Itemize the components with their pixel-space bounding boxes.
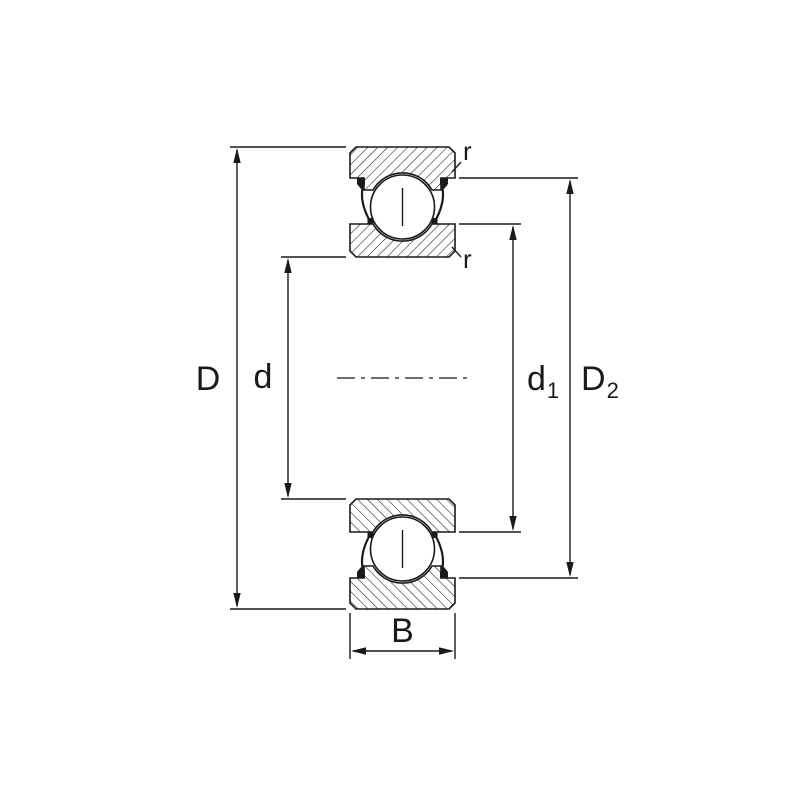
dim-label-d: d — [254, 358, 273, 396]
arrow-d1-bottom — [509, 516, 517, 531]
leader-r-inner — [451, 246, 462, 258]
chamfer-label-r-outer: r — [463, 136, 472, 166]
bearing-lower-section — [348, 497, 457, 611]
arrow-B-left — [351, 647, 366, 655]
dim-label-B: B — [391, 612, 414, 650]
chamfer-label-r-inner: r — [463, 244, 472, 274]
arrow-D-top — [233, 148, 241, 163]
arrow-B-right — [439, 647, 454, 655]
dim-label-D: D — [196, 360, 221, 398]
arrow-D2-bottom — [566, 562, 574, 577]
arrow-d-bottom — [284, 483, 292, 498]
leader-r-outer — [451, 161, 462, 173]
arrow-d1-top — [509, 225, 517, 240]
arrow-D2-top — [566, 179, 574, 194]
dim-label-D2: D2 — [581, 360, 619, 403]
arrow-D-bottom — [233, 593, 241, 608]
bearing-upper-section — [348, 145, 457, 259]
arrow-d-top — [284, 258, 292, 273]
dim-label-d1: d1 — [527, 360, 559, 403]
